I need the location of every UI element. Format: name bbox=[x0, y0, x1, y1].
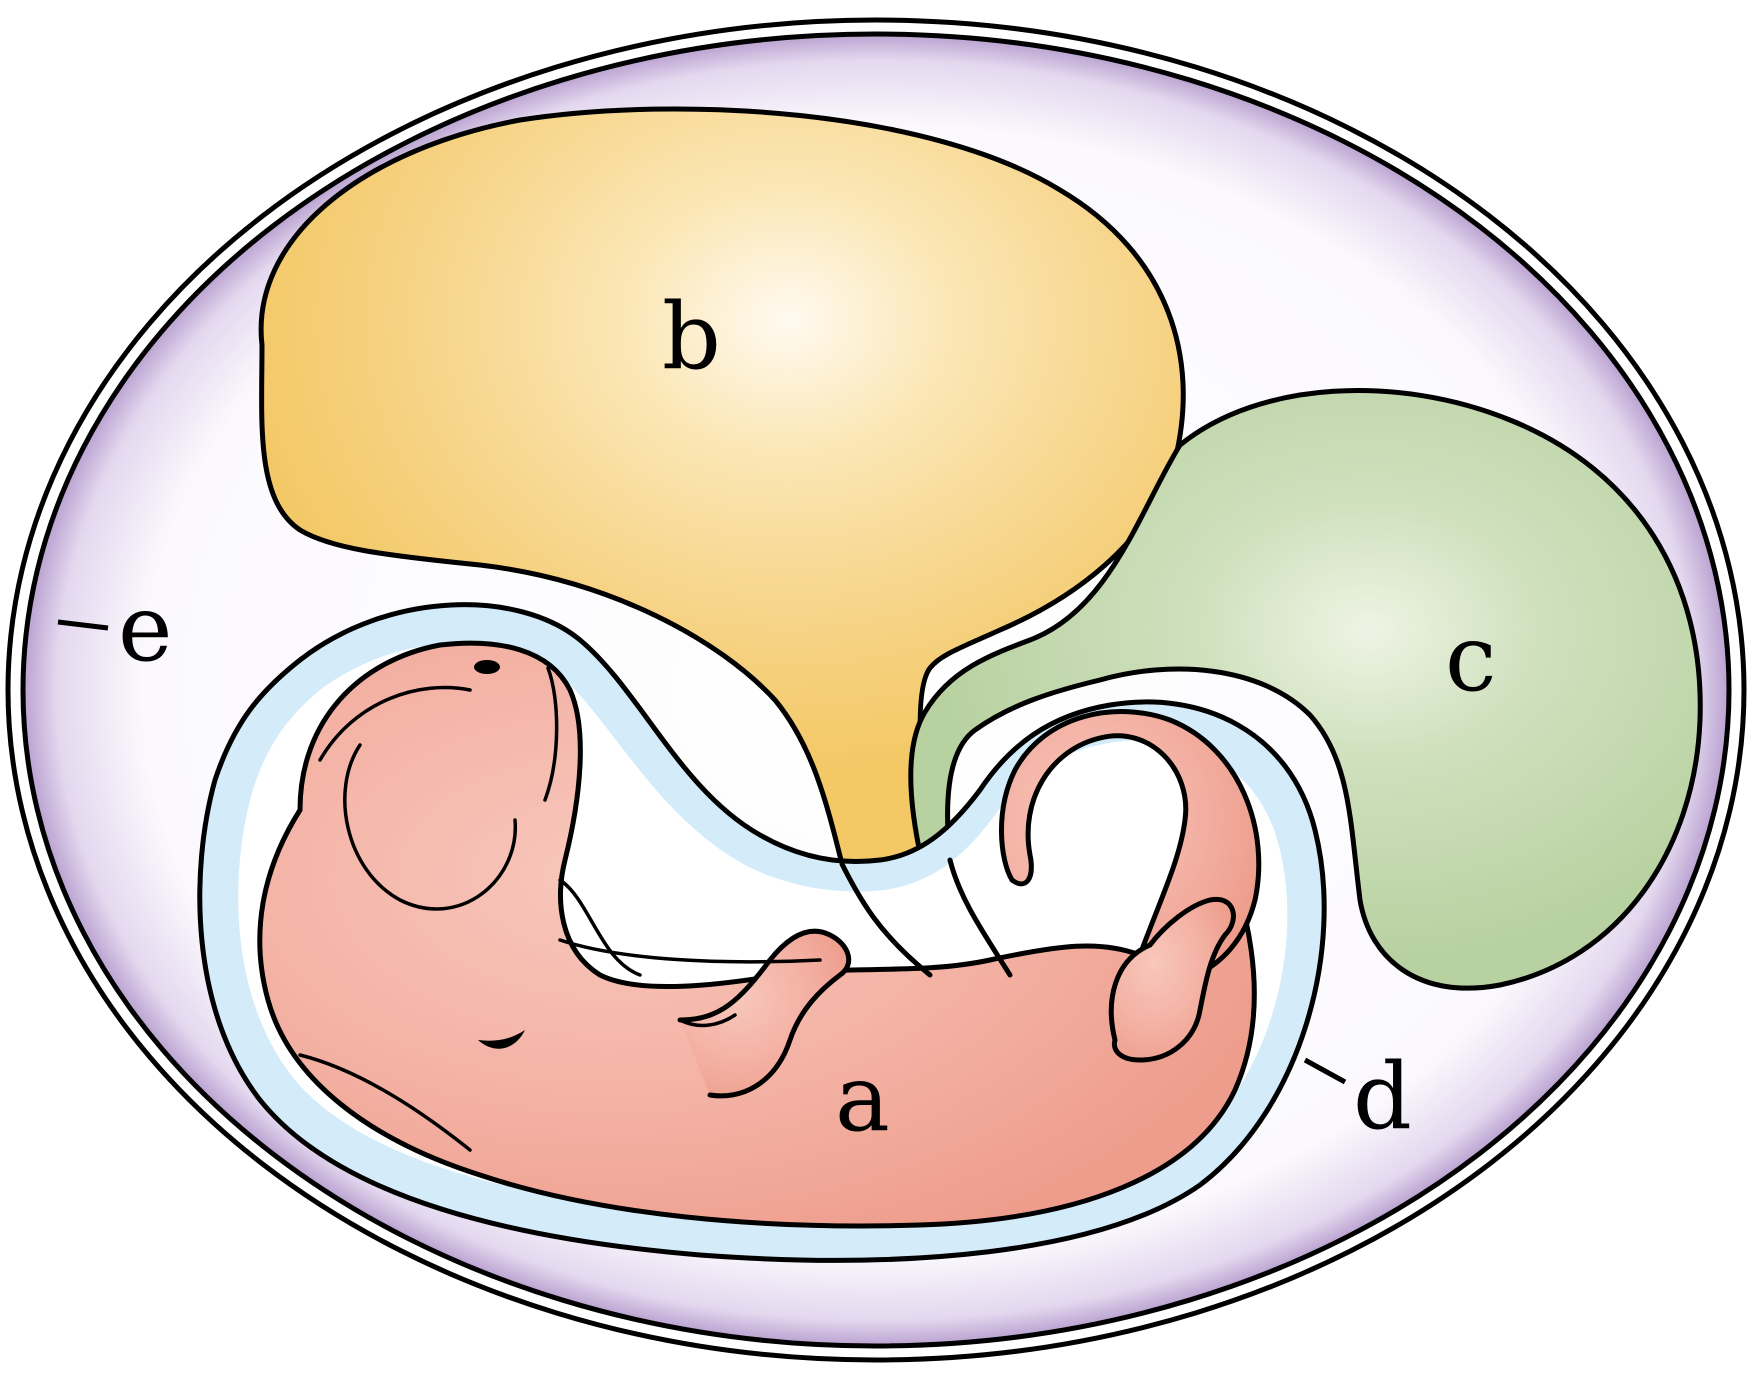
allantoic-stalk bbox=[947, 857, 1013, 978]
embryo-forelimb-elbow bbox=[678, 1013, 737, 1028]
embryo-snout bbox=[543, 666, 559, 802]
embryo-hindlimb bbox=[1108, 896, 1236, 1063]
embryo-brow bbox=[318, 685, 472, 762]
embryo-eye-bulge bbox=[343, 743, 517, 911]
leader-line-e bbox=[57, 619, 109, 631]
label-c: c bbox=[1445, 605, 1497, 712]
embryo-mouth bbox=[478, 1030, 525, 1049]
shell-outer-line bbox=[5, 17, 1747, 1363]
embryo-forelimb bbox=[677, 928, 852, 1099]
yolk-sac bbox=[258, 106, 1186, 867]
embryo-neck-fold bbox=[558, 878, 642, 977]
embryo-nostril bbox=[474, 660, 500, 674]
embryo-jaw bbox=[298, 1053, 472, 1152]
leader-line-d bbox=[1303, 1057, 1347, 1085]
yolk-stalk bbox=[839, 861, 933, 978]
label-a: a bbox=[835, 1045, 890, 1152]
label-d: d bbox=[1353, 1043, 1412, 1150]
label-b: b bbox=[662, 283, 721, 390]
embryo bbox=[257, 640, 1262, 1229]
allantois bbox=[908, 388, 1703, 991]
label-e: e bbox=[118, 575, 172, 682]
embryo-belly-line bbox=[558, 938, 822, 964]
